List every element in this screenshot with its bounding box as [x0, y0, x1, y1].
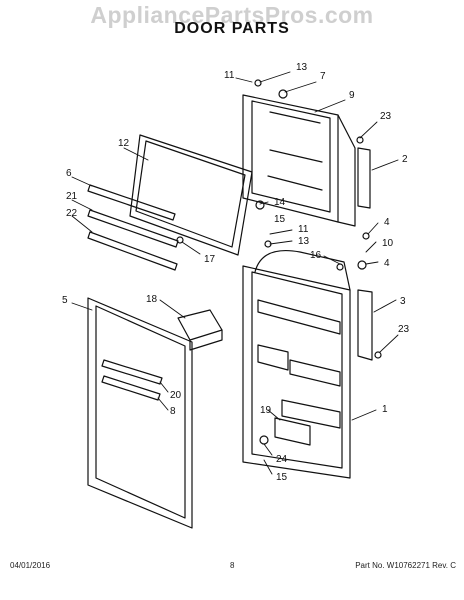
freezer-door [242, 94, 356, 227]
callout-1: 1 [382, 404, 388, 415]
callout-15: 15 [274, 214, 286, 225]
callout-23: 23 [380, 111, 392, 122]
callout-14: 14 [274, 197, 286, 208]
lower-trim [101, 359, 163, 401]
leader-lines [71, 71, 399, 475]
callout-6: 6 [66, 168, 72, 179]
callout-13: 13 [296, 62, 308, 73]
callout-15: 15 [276, 472, 288, 483]
page-title: DOOR PARTS [174, 20, 290, 37]
callout-18: 18 [146, 294, 158, 305]
freezer-gasket [129, 134, 253, 256]
callout-4: 4 [384, 258, 390, 269]
callout-2: 2 [402, 154, 408, 165]
callout-13: 13 [298, 236, 310, 247]
watermark: AppliancePartsPros.com [90, 2, 374, 28]
bracket [177, 309, 223, 351]
footer-page: 8 [230, 561, 235, 570]
callout-3: 3 [400, 296, 406, 307]
fresh-food-gasket [87, 297, 193, 529]
fresh-food-door [242, 250, 351, 479]
callout-20: 20 [170, 390, 182, 401]
callout-7: 7 [320, 71, 326, 82]
callout-21: 21 [66, 191, 78, 202]
callout-5: 5 [62, 295, 68, 306]
callout-12: 12 [118, 138, 130, 149]
callout-9: 9 [349, 90, 355, 101]
callout-11: 11 [298, 224, 309, 235]
callout-16: 16 [310, 250, 322, 261]
callout-19: 19 [260, 405, 272, 416]
callout-10: 10 [382, 238, 394, 249]
callout-4: 4 [384, 217, 390, 228]
footer-date: 04/01/2016 [10, 561, 51, 570]
trim-strips [87, 184, 179, 271]
callout-17: 17 [204, 254, 216, 265]
callout-8: 8 [170, 406, 176, 417]
callout-23: 23 [398, 324, 410, 335]
footer-part-number: Part No. W10762271 Rev. C [355, 561, 456, 570]
hinges [357, 147, 373, 361]
callout-24: 24 [276, 454, 288, 465]
callout-22: 22 [66, 208, 78, 219]
callout-11: 11 [224, 70, 235, 81]
